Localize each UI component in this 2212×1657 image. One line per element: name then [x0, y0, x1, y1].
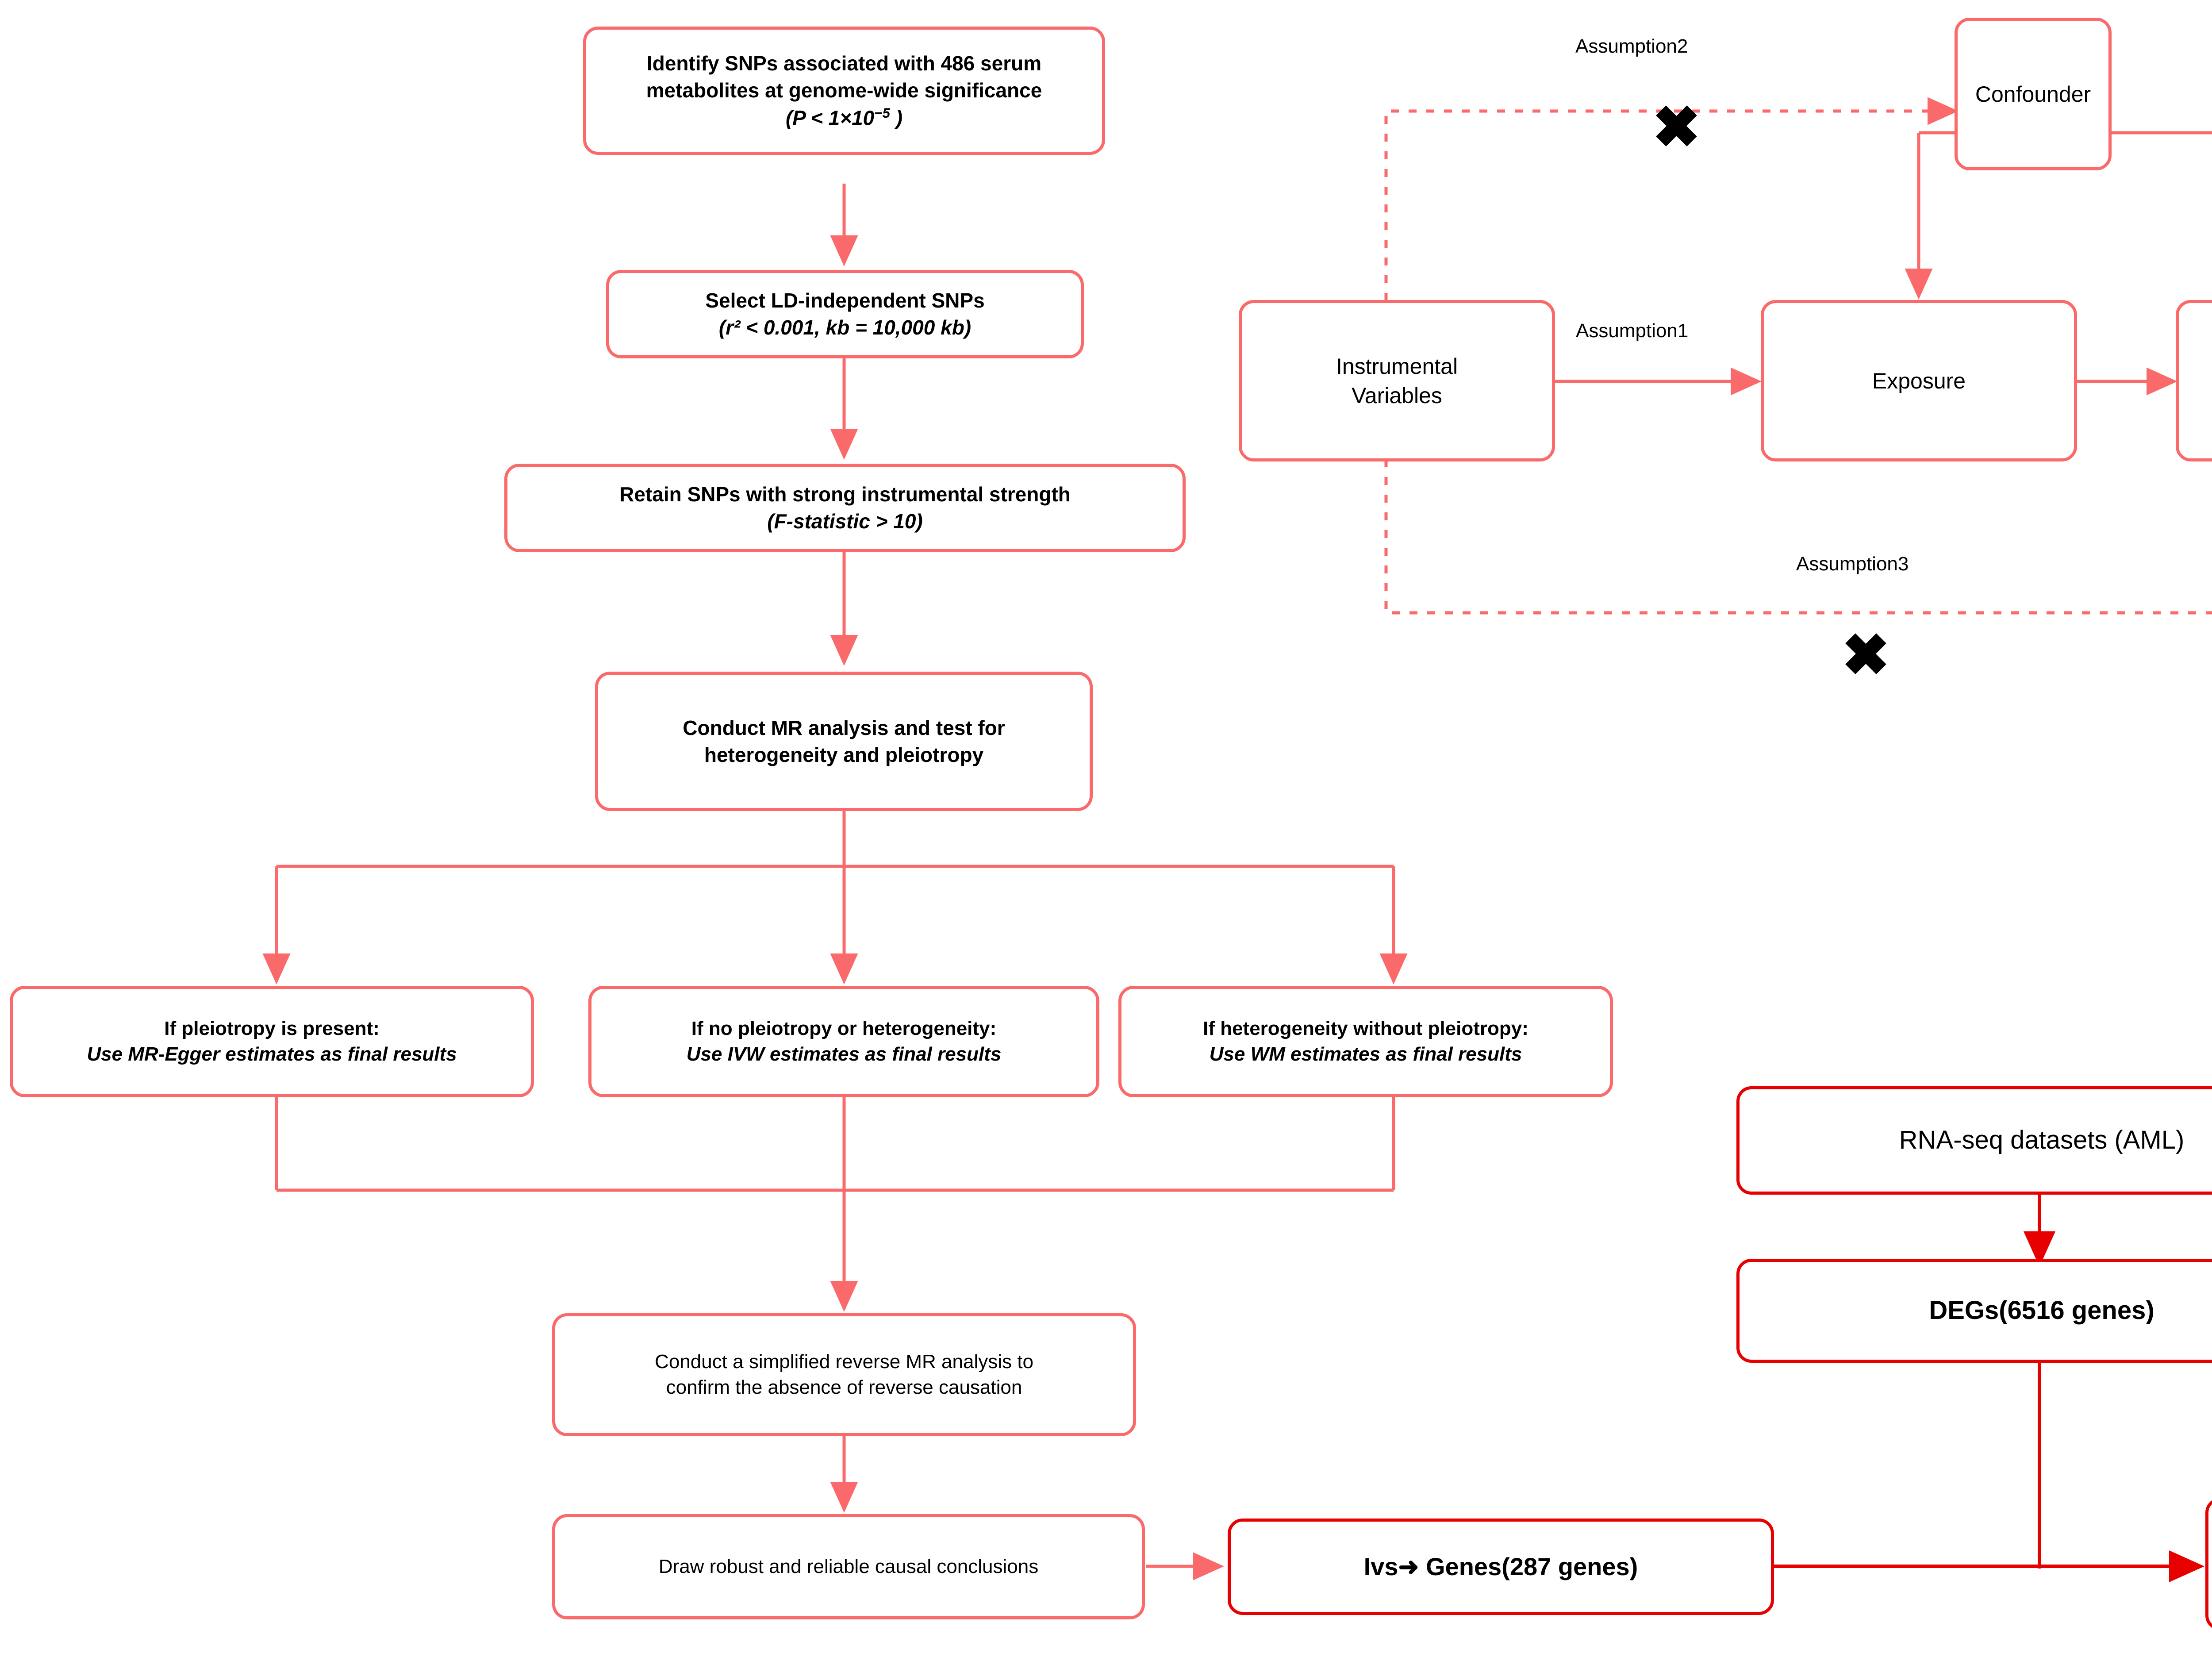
node-outcome[interactable]: Outcome [2176, 300, 2212, 461]
causal-conclusions-text: Draw robust and reliable causal conclusi… [658, 1555, 1039, 1577]
node-reverse-mr[interactable]: Conduct a simplified reverse MR analysis… [552, 1313, 1136, 1436]
branch-mid-condition: If no pleiotropy or heterogeneity: [691, 1017, 997, 1039]
label-assumption2: Assumption2 [1575, 35, 1688, 57]
branch-left-action: Use MR-Egger estimates as final results [87, 1043, 457, 1065]
retain-snps-fstat: (F-statistic > 10) [767, 510, 923, 533]
confounder-text: Confounder [1975, 81, 2091, 107]
conduct-mr-line1: Conduct MR analysis and test for [683, 716, 1005, 739]
branch-right-condition: If heterogeneity without pleiotropy: [1203, 1017, 1528, 1039]
ivs-genes-text: Ivs➜ Genes(287 genes) [1363, 1553, 1638, 1581]
node-select-ld-independent[interactable]: Select LD-independent SNPs (r² < 0.001, … [606, 270, 1084, 358]
branch-left-condition: If pleiotropy is present: [164, 1017, 380, 1039]
node-identify-snps[interactable]: Identify SNPs associated with 486 serum … [583, 27, 1105, 155]
node-retain-strong-snps[interactable]: Retain SNPs with strong instrumental str… [504, 464, 1186, 552]
node-causal-conclusions[interactable]: Draw robust and reliable causal conclusi… [552, 1514, 1145, 1619]
node-instrumental-variables[interactable]: Instrumental Variables [1239, 300, 1555, 461]
node-rnaseq-datasets[interactable]: RNA-seq datasets (AML) [1736, 1086, 2212, 1195]
violation-x-assumption2-icon: ✖ [1652, 95, 1701, 159]
label-assumption1: Assumption1 [1576, 320, 1689, 342]
node-branch-heterogeneity-only[interactable]: If heterogeneity without pleiotropy: Use… [1118, 986, 1613, 1097]
select-ld-params: (r² < 0.001, kb = 10,000 kb) [718, 316, 972, 339]
instrumental-variables-line2: Variables [1352, 383, 1442, 408]
label-assumption3: Assumption3 [1796, 553, 1909, 575]
reverse-mr-line1: Conduct a simplified reverse MR analysis… [655, 1350, 1033, 1373]
branch-right-action: Use WM estimates as final results [1209, 1043, 1522, 1065]
identify-snps-threshold: (P < 1×10−5 ) [785, 105, 903, 130]
node-confounder[interactable]: Confounder [1955, 18, 2112, 170]
exposure-text: Exposure [1872, 368, 1966, 393]
select-ld-line1: Select LD-independent SNPs [705, 289, 985, 312]
branch-mid-action: Use IVW estimates as final results [686, 1043, 1002, 1065]
instrumental-variables-line1: Instrumental [1336, 354, 1458, 379]
node-ivs-genes[interactable]: Ivs➜ Genes(287 genes) [1228, 1519, 1774, 1615]
violation-x-assumption3-icon: ✖ [1842, 623, 1890, 687]
node-exposure[interactable]: Exposure [1761, 300, 2077, 461]
retain-snps-line1: Retain SNPs with strong instrumental str… [619, 483, 1071, 506]
node-branch-pleiotropy-present[interactable]: If pleiotropy is present: Use MR-Egger e… [10, 986, 534, 1097]
identify-snps-line2: metabolites at genome-wide significance [646, 78, 1042, 102]
conduct-mr-line2: heterogeneity and pleiotropy [704, 743, 984, 766]
node-conduct-mr-analysis[interactable]: Conduct MR analysis and test for heterog… [595, 672, 1093, 811]
rnaseq-datasets-text: RNA-seq datasets (AML) [1899, 1126, 2185, 1155]
degs-text: DEGs(6516 genes) [1929, 1296, 2154, 1325]
node-degs[interactable]: DEGs(6516 genes) [1736, 1259, 2212, 1363]
node-branch-no-pleiotropy[interactable]: If no pleiotropy or heterogeneity: Use I… [588, 986, 1099, 1097]
node-molecular-mechanism[interactable]: Molecular mechanism: 39 genes, Function … [2205, 1498, 2212, 1630]
identify-snps-line1: Identify SNPs associated with 486 serum [646, 52, 1042, 75]
reverse-mr-line2: confirm the absence of reverse causation [666, 1376, 1022, 1398]
